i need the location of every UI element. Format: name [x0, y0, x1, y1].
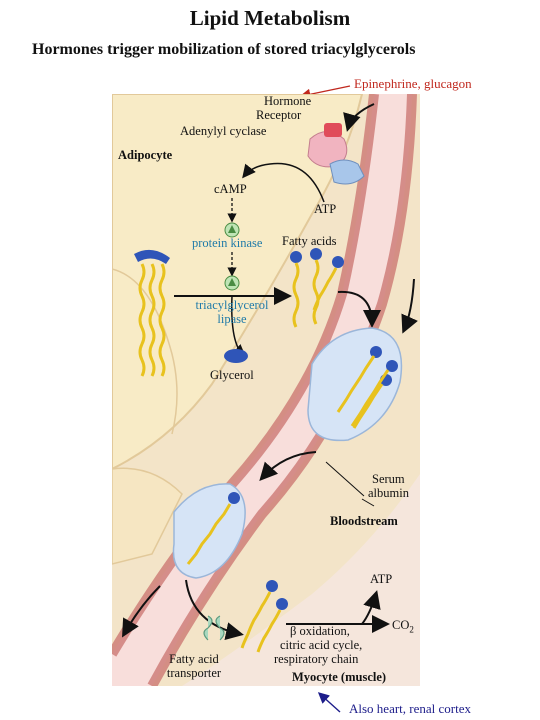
- vessel-wall-inner: [112, 94, 379, 657]
- hormone-binding-arrow: [343, 103, 375, 132]
- fa-uptake-arrow: [185, 579, 244, 640]
- tag-lipase-label-line1: triacylglycerol: [195, 298, 269, 312]
- atp-production-arrow: [361, 590, 381, 625]
- hormone-examples-note: Epinephrine, glucagon: [354, 76, 472, 91]
- adenylyl-cyclase-label: Adenylyl cyclase: [180, 124, 267, 138]
- blood-flow-arrow-3: [122, 585, 161, 638]
- hormone-molecule: [324, 123, 342, 137]
- blood-vessel: [112, 94, 412, 686]
- cell-boundary: [112, 268, 178, 435]
- serum-albumin-label-line2: albumin: [368, 486, 409, 500]
- adjacent-cell: [112, 467, 183, 565]
- triacylglycerol-molecule: [134, 249, 170, 377]
- free-fatty-acids: [290, 248, 344, 328]
- page-subtitle: Hormones trigger mobilization of stored …: [32, 41, 416, 58]
- fa-transporter-label-line1: Fatty acid: [169, 652, 219, 666]
- receptor-label: Receptor: [256, 108, 302, 122]
- camp-label: cAMP: [214, 182, 247, 196]
- bloodstream-label: Bloodstream: [330, 514, 398, 528]
- beta-oxidation-label-line3: respiratory chain: [274, 652, 359, 666]
- beta-oxidation-label-line2: citric acid cycle,: [280, 638, 363, 652]
- protein-kinase-icon: [224, 222, 240, 238]
- adipocyte-label: Adipocyte: [118, 148, 173, 162]
- bloodstream-leader: [361, 498, 375, 507]
- myocyte-cell: [182, 474, 420, 686]
- co2-subscript: 2: [409, 624, 414, 635]
- fatty-acids-label: Fatty acids: [282, 234, 337, 248]
- fa-transporter-label-line2: transporter: [166, 666, 222, 680]
- albumin-leader-line: [325, 461, 365, 497]
- protein-kinase-label: protein kinase: [192, 236, 263, 250]
- co2-label: CO2: [392, 618, 414, 637]
- glycerol-label: Glycerol: [210, 368, 254, 382]
- albumin-complex-1: [307, 327, 403, 442]
- adenylyl-cyclase-enzyme: [329, 159, 365, 185]
- atp-label-top: ATP: [314, 202, 337, 216]
- blood-flow-arrow-1: [401, 278, 418, 334]
- atp-label-bottom: ATP: [370, 572, 393, 586]
- atp-to-camp-arrow: [242, 162, 325, 203]
- blue-pointer-arrow: [317, 692, 341, 713]
- lipase-icon: [224, 275, 240, 291]
- beta-oxidation-label-line1: β oxidation,: [290, 624, 350, 638]
- lipid-mobilization-figure: Hormone Receptor Adenylyl cyclase Adipoc…: [112, 94, 420, 686]
- co2-text: CO: [392, 618, 410, 632]
- tag-lipase-label-line2: lipase: [217, 312, 247, 326]
- myocyte-label: Myocyte (muscle): [292, 670, 387, 684]
- hormone-label: Hormone: [264, 94, 312, 108]
- blood-flow-arrow-2: [259, 451, 317, 481]
- fa-export-arrow: [337, 290, 381, 328]
- myocyte-fatty-acids: [240, 580, 288, 653]
- page-title: Lipid Metabolism: [189, 6, 351, 30]
- tissue-note: Also heart, renal cortex: [349, 701, 472, 716]
- fatty-acid-transporter: [203, 615, 225, 641]
- serum-albumin-label-line1: Serum: [372, 472, 405, 486]
- figure-artwork: [112, 94, 420, 686]
- glycerol-molecule: [224, 349, 248, 363]
- albumin-complex-2: [172, 483, 246, 579]
